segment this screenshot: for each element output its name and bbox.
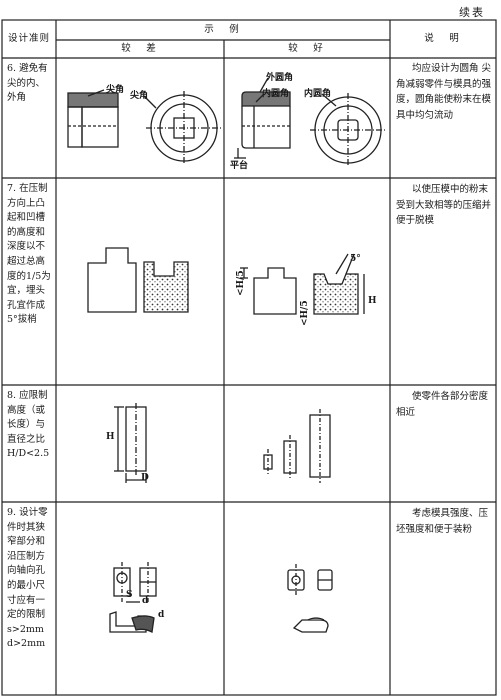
explanation-8: 使零件各部分密度相近 [396, 391, 489, 418]
header-better: 较 好 [288, 43, 326, 54]
continued-label: 续表 [459, 6, 485, 19]
row8-label-d: D [141, 473, 149, 483]
header-worse: 较 差 [121, 43, 159, 54]
row7-better-drawing [240, 253, 365, 315]
rule-6: 6. 避免有尖的内、外角 [7, 63, 48, 104]
row6-label-inner-fillet-2: 内圆角 [304, 89, 332, 99]
row9-better-drawing [287, 564, 333, 633]
row6-label-sharp-1: 尖角 [106, 85, 125, 95]
explanation-6: 均应设计为圆角 尖角减弱零件与模具的强度，圆角能使粉末在模具中均匀流动 [396, 63, 492, 121]
row7-worse-drawing [87, 247, 189, 313]
row7-label-h: H [368, 296, 377, 306]
row7-label-h5-right: <H/5 [300, 300, 310, 326]
header-rule: 设计准则 [7, 33, 50, 44]
row6-label-inner-fillet-1: 内圆角 [262, 89, 290, 99]
row7-label-angle: 5° [350, 254, 361, 264]
rule-7: 7. 在压制方向上凸起和凹槽的高度和深度以不超过总高度的1/5为宜，埋头孔宜作成… [7, 183, 51, 326]
row8-label-h: H [106, 432, 115, 442]
row8-better-drawing [263, 409, 331, 483]
row6-better-drawing [234, 77, 386, 167]
row8-worse-drawing [114, 403, 147, 483]
row6-label-outer-fillet: 外圆角 [266, 73, 294, 83]
row9-label-s: S [126, 590, 133, 600]
explanation-9: 考虑模具强度、压坯强度和便于装粉 [396, 508, 489, 535]
row6-label-platform: 平台 [230, 161, 249, 171]
row9-label-d-2: d [158, 610, 165, 620]
row7-label-h5-left: <H/5 [236, 270, 246, 296]
row9-worse-drawing [109, 562, 157, 633]
rule-9: 9. 设计零件时其狭窄部分和沿压制方向轴向孔的最小尺寸应有一定的限制 s>2mm… [7, 507, 48, 650]
header-example: 示 例 [204, 24, 242, 35]
rule-8: 8. 应限制高度（或长度）与直径之比H/D<2.5 [7, 390, 50, 460]
row6-worse-drawing [67, 89, 222, 165]
row6-label-sharp-2: 尖角 [130, 91, 149, 101]
header-explanation: 说 明 [424, 33, 462, 44]
row9-label-d-1: d [142, 596, 149, 606]
explanation-7: 以使压模中的粉末受到大致相等的压缩并便于脱模 [396, 184, 492, 226]
